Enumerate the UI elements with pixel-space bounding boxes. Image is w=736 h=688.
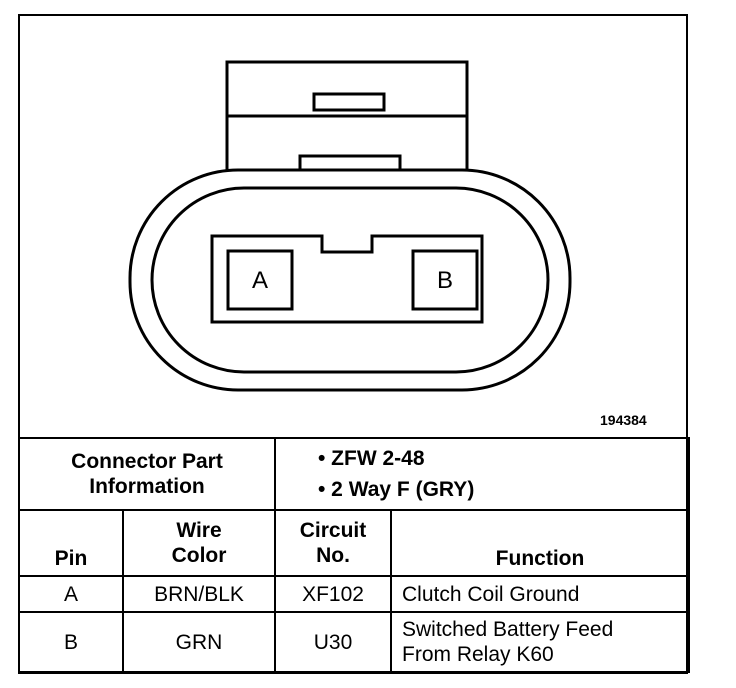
row-circuit: U30 bbox=[274, 611, 392, 673]
pin-b-label: B bbox=[437, 267, 453, 294]
table-row: A BRN/BLK XF102 Clutch Coil Ground bbox=[18, 575, 690, 613]
header-wire-color: Wire Color bbox=[122, 509, 276, 577]
row-function: Clutch Coil Ground bbox=[390, 575, 690, 613]
pin-a-box bbox=[226, 249, 294, 311]
connector-drawing: A B bbox=[128, 60, 572, 392]
row-circuit: XF102 bbox=[274, 575, 392, 613]
row-pin: B bbox=[18, 611, 124, 673]
pin-a-label: A bbox=[252, 267, 268, 294]
row-wire-color: GRN bbox=[122, 611, 276, 673]
header-circuit-no: Circuit No. bbox=[274, 509, 392, 577]
connector-info-table: Connector Part Information • ZFW 2-48 • … bbox=[18, 437, 690, 673]
row-function: Switched Battery Feed From Relay K60 bbox=[390, 611, 690, 673]
header-pin: Pin bbox=[18, 509, 124, 577]
row-wire-color: BRN/BLK bbox=[122, 575, 276, 613]
figure-number: 194384 bbox=[600, 412, 647, 428]
row-pin: A bbox=[18, 575, 124, 613]
connector-part-item: • 2 Way F (GRY) bbox=[318, 478, 475, 501]
pin-b-box bbox=[411, 249, 479, 311]
lock-tab-slot bbox=[312, 92, 386, 112]
table-header-row: Pin Wire Color Circuit No. Function bbox=[18, 509, 690, 577]
connector-part-item: • ZFW 2-48 bbox=[318, 447, 425, 470]
connector-part-label-cell: Connector Part Information bbox=[18, 437, 276, 511]
connector-part-info-cell: • ZFW 2-48 • 2 Way F (GRY) bbox=[274, 437, 690, 511]
connector-part-row: Connector Part Information • ZFW 2-48 • … bbox=[18, 437, 690, 511]
header-function: Function bbox=[390, 509, 690, 577]
table-row: B GRN U30 Switched Battery Feed From Rel… bbox=[18, 611, 690, 673]
connector-part-label-line2: Information bbox=[89, 475, 205, 498]
diagram-frame bbox=[18, 14, 688, 674]
connector-part-label-line1: Connector Part bbox=[71, 450, 223, 473]
